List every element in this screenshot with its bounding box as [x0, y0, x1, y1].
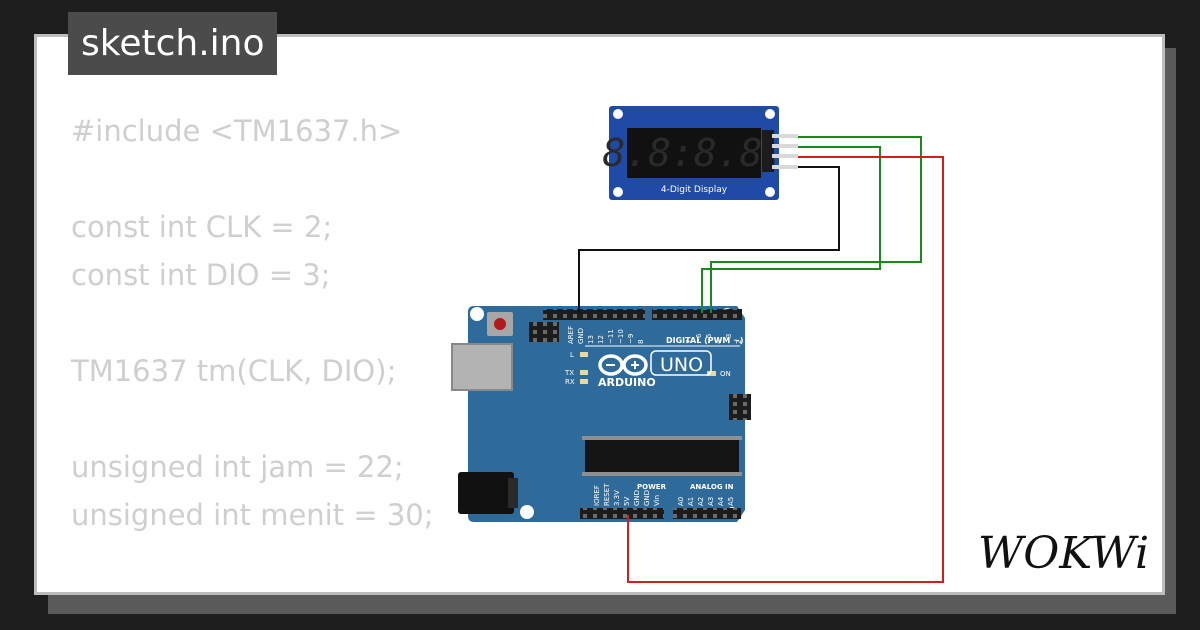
pin-label: ~6 [695, 333, 703, 344]
pin-label: 7 [685, 340, 693, 344]
chip-pins-bottom [582, 472, 742, 476]
pin-label: 13 [587, 335, 595, 344]
pin-dio[interactable] [772, 144, 798, 148]
pin-label: GND [577, 328, 585, 344]
pin-label: AREF [567, 326, 575, 344]
code-line[interactable]: const int CLK = 2; [71, 210, 333, 244]
wokwi-logo-text: WOKWi [978, 528, 1149, 579]
pin-label: GND [633, 490, 641, 506]
code-line[interactable]: const int DIO = 3; [71, 258, 331, 292]
pin-label: RESET [603, 483, 611, 506]
code-line[interactable]: #include <TM1637.h> [71, 114, 403, 148]
pin-label: 4 [715, 339, 723, 344]
led-on-label: ON [720, 370, 731, 378]
pin-label: ~3 [725, 334, 733, 344]
seven-segment-display [627, 128, 761, 178]
wire-dio[interactable] [701, 146, 881, 313]
pin-clk[interactable] [772, 134, 798, 138]
pin-label: 2 [735, 340, 743, 344]
led-tx-label: TX [564, 369, 574, 377]
pin-gnd[interactable] [772, 165, 798, 169]
pin-label: 5V [623, 497, 631, 506]
led-l-label: L [570, 351, 574, 359]
code-line[interactable]: unsigned int jam = 22; [71, 450, 404, 484]
wire-clk[interactable] [710, 136, 922, 313]
usb-port [451, 343, 513, 391]
power-header[interactable] [580, 508, 664, 519]
pin-label: 3.3V [613, 490, 621, 506]
display-label: 4-Digit Display [661, 185, 728, 195]
module-hole [613, 187, 623, 197]
pin-label: Vin [653, 495, 661, 506]
wokwi-logo: WOKWi [978, 528, 1149, 579]
module-hole [765, 109, 775, 119]
pin-label: A0 [677, 497, 685, 506]
power-label: POWER [637, 483, 667, 491]
pin-vcc[interactable] [772, 154, 798, 158]
uno-badge [650, 350, 712, 376]
pin-label: RX 0 [755, 328, 763, 344]
power-jack [458, 472, 514, 514]
wire-gnd[interactable] [578, 166, 840, 313]
pin-label: ~11 [607, 329, 615, 344]
wire-vcc[interactable] [627, 156, 944, 583]
led-rx-label: RX [565, 378, 575, 386]
code-editor[interactable]: #include <TM1637.h> const int CLK = 2; con… [71, 107, 434, 592]
model-label: UNO [660, 354, 703, 376]
digital-header-left[interactable] [543, 309, 645, 320]
pin-label: A2 [697, 497, 705, 506]
digital-label: DIGITAL (PWM ~) [666, 336, 744, 345]
analog-label: ANALOG IN [690, 483, 734, 491]
module-hole [765, 187, 775, 197]
brand-label: ARDUINO [598, 376, 656, 389]
chip-pins-top [582, 436, 742, 440]
pin-label: A4 [717, 496, 725, 506]
pin-label: A3 [707, 497, 715, 506]
mount-hole [520, 505, 534, 519]
code-line[interactable]: unsigned int menit = 30; [71, 498, 434, 532]
pin-label: ~5 [705, 334, 713, 344]
led-rx [580, 379, 588, 384]
module-pin-header[interactable] [762, 130, 774, 172]
pin-label: A1 [687, 497, 695, 506]
pin-label: GND [643, 490, 651, 506]
led-tx [580, 370, 588, 375]
file-tab-title[interactable]: sketch.ino [68, 12, 278, 75]
icsp-header-right [729, 394, 751, 420]
power-jack-tip [508, 478, 518, 508]
digital-header-right[interactable] [652, 309, 742, 320]
code-line[interactable]: TM1637 tm(CLK, DIO); [71, 354, 397, 388]
pin-label: IOREF [593, 485, 601, 506]
pin-label: 12 [597, 335, 605, 344]
pin-label: TX 1 [745, 328, 753, 345]
display-digits: 8.8:8.8. [602, 131, 785, 175]
led-on [707, 371, 716, 376]
icsp-header [529, 322, 559, 342]
atmega-chip [585, 438, 739, 474]
arduino-infinity-logo [598, 354, 648, 376]
analog-header[interactable] [673, 508, 741, 519]
pin-label: ~10 [617, 329, 625, 344]
pin-label: 8 [637, 340, 645, 344]
pin-label: ~9 [627, 334, 635, 344]
tm1637-display-module[interactable]: 8.8:8.8. 4-Digit Display [602, 106, 798, 200]
mount-hole [470, 307, 484, 321]
led-l [580, 352, 588, 357]
pin-label: A5 [727, 497, 735, 506]
module-hole [613, 109, 623, 119]
wires[interactable] [578, 136, 944, 583]
reset-button-cap[interactable] [494, 318, 506, 330]
